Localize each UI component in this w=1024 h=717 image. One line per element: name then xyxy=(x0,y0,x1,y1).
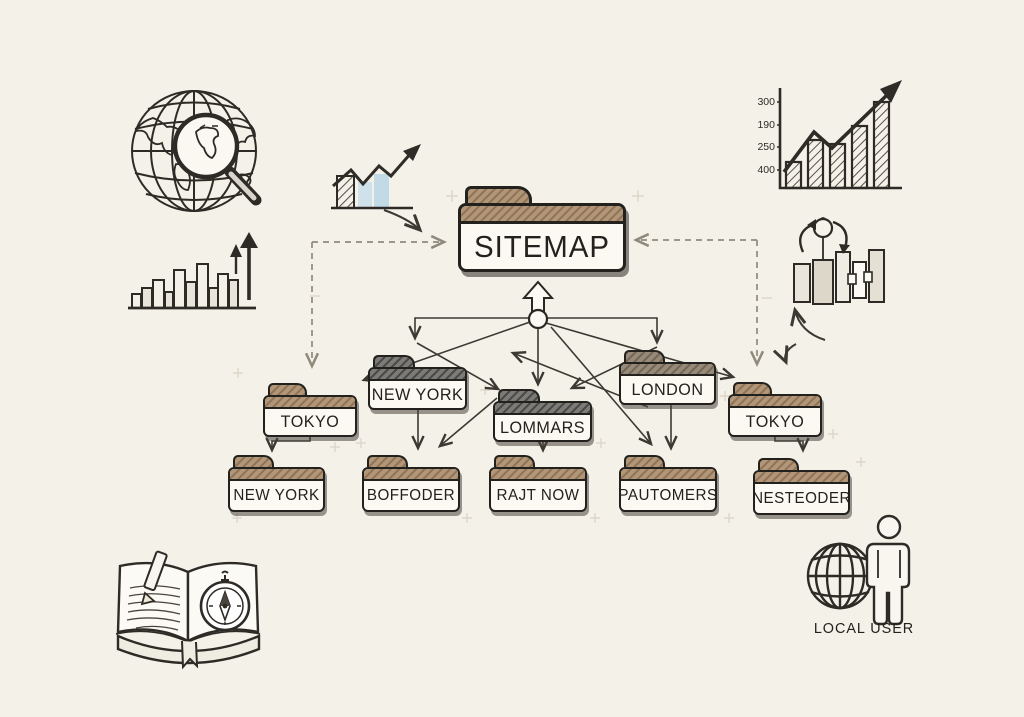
folder-tab xyxy=(268,383,308,395)
folder-tab xyxy=(465,186,533,203)
folder-tab xyxy=(373,355,415,367)
folder-tab xyxy=(367,455,409,467)
folder-tab xyxy=(233,455,274,467)
y-tick-label: 190 xyxy=(757,119,775,131)
folder-london: LONDON xyxy=(619,350,716,405)
mini-growth-chart-icon xyxy=(327,142,432,217)
y-tick-label: 250 xyxy=(757,141,775,153)
pencil-icon xyxy=(140,550,168,606)
folder-label: TOKYO xyxy=(280,412,340,431)
folder-label: TOKYO xyxy=(745,411,805,431)
folder-strip xyxy=(265,397,355,409)
folder-pautomers: PAUTOMERS xyxy=(619,455,717,512)
folder-label: SITEMAP xyxy=(474,229,610,264)
magnifier-icon xyxy=(172,112,262,206)
globe-icon xyxy=(806,542,874,610)
folder-label: RAJT NOW xyxy=(496,486,580,504)
folder-strip xyxy=(230,469,323,481)
bar-chart-trend-icon: 300 190 250 400 xyxy=(750,76,910,204)
folder-label: LOMMARS xyxy=(500,417,585,437)
folder-strip xyxy=(461,206,623,224)
dashed-connectors xyxy=(312,240,757,366)
compass-icon xyxy=(199,570,251,632)
folder-tab xyxy=(498,389,540,401)
y-tick-label: 300 xyxy=(757,96,775,108)
notebook-compass-icon xyxy=(106,540,271,680)
folder-tab xyxy=(624,350,665,362)
folder-strip xyxy=(364,469,458,481)
folder-label: BOFFODER xyxy=(366,486,456,504)
folder-strip xyxy=(491,469,585,481)
folder-sitemap-root: SITEMAP xyxy=(458,186,626,272)
folder-label: NEW YORK xyxy=(233,486,320,504)
globe-magnifier-icon xyxy=(108,84,280,218)
y-axis-labels: 300 190 250 400 xyxy=(757,96,775,176)
folder-tab xyxy=(758,458,799,470)
curved-arrows xyxy=(383,209,826,362)
hub-node xyxy=(521,280,555,330)
person-icon xyxy=(865,514,911,626)
rising-bars-skyline-icon xyxy=(126,230,260,314)
folder-nesteoder: NESTEODER xyxy=(753,458,850,515)
folder-label: NESTEODER xyxy=(753,489,850,507)
folder-strip xyxy=(370,369,465,381)
y-tick-label: 400 xyxy=(757,164,775,176)
local-user-icon xyxy=(804,512,924,632)
folder-lommars: LOMMARS xyxy=(493,389,592,442)
folder-boffoder: BOFFODER xyxy=(362,455,460,512)
folder-tab xyxy=(733,382,773,394)
folder-label: LONDON xyxy=(631,379,704,399)
folder-rajt-now: RAJT NOW xyxy=(489,455,587,512)
local-user-caption: LOCAL USER xyxy=(813,620,915,637)
folder-label: PAUTOMERS xyxy=(619,486,717,504)
folder-strip xyxy=(755,472,848,484)
folder-label: NEW YORK xyxy=(371,384,464,404)
folder-tokyo-left: TOKYO xyxy=(263,383,357,437)
folder-tab xyxy=(494,455,536,467)
folder-strip xyxy=(621,364,714,376)
folder-new-york-bottom: NEW YORK xyxy=(228,455,325,512)
folder-new-york-mid: NEW YORK xyxy=(368,355,467,410)
folder-strip xyxy=(495,403,590,415)
folder-tab xyxy=(624,455,666,467)
bar-cycle-icon xyxy=(792,216,907,316)
folder-strip xyxy=(621,469,715,481)
folder-strip xyxy=(730,396,820,408)
folder-tokyo-right: TOKYO xyxy=(728,382,822,437)
